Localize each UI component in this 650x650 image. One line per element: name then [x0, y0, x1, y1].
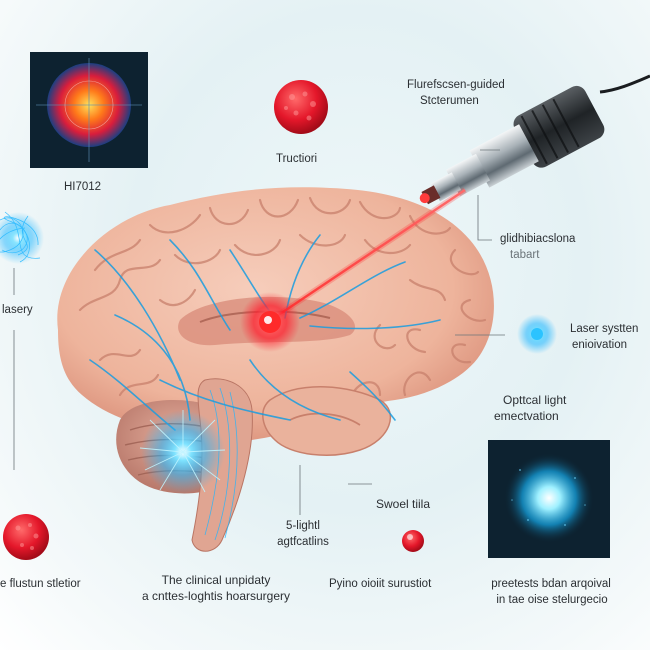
- clinical-caption-line1: The clinical unpidaty: [161, 573, 271, 587]
- laser-beam: [266, 187, 467, 325]
- pyino-caption: Pyino oioiit surustiot: [329, 578, 432, 590]
- light-label-line2: agtfcatlins: [277, 536, 329, 548]
- precise-caption-line1: preetests bdan arqoival: [491, 578, 611, 590]
- optical-label-line1: Opttcal light: [503, 393, 567, 407]
- tumor-cell-bottom-left: [3, 514, 49, 560]
- neural-glow: [139, 410, 226, 494]
- laser-system-line1: Laser systten: [570, 323, 639, 335]
- tumor-cell-top: [274, 80, 328, 134]
- laser-system-line2: enioivation: [572, 339, 627, 351]
- device-label-line2: Stcterumen: [420, 95, 479, 107]
- right-leaders: [299, 195, 505, 515]
- laser-left-label: lasery: [2, 304, 33, 316]
- tumor-target-glow: [240, 292, 300, 352]
- heatmap-panel: [30, 52, 148, 168]
- heatmap-caption: HI7012: [64, 181, 102, 193]
- optical-panel: [488, 440, 610, 558]
- target-label-line2: tabart: [510, 249, 540, 261]
- light-label-line1: 5-lightl: [286, 520, 320, 532]
- target-label-line1: glidhibiacslona: [500, 233, 576, 245]
- swoel-label: Swoel tiila: [376, 497, 431, 511]
- fluorescence-device: [419, 74, 650, 205]
- clinical-caption-line2: a cnttes-loghtis hoarsurgery: [141, 589, 291, 603]
- precise-caption-line2: in tae oise stelurgecio: [496, 594, 608, 606]
- laser-system-glow: [517, 314, 557, 354]
- neural-filament-left: [0, 211, 44, 264]
- device-label-line1: Flurefscsen-guided: [407, 79, 505, 91]
- optical-label-line2: emectvation: [494, 409, 559, 423]
- cell-caption: Tructiori: [276, 153, 318, 165]
- tumor-cell-small: [402, 530, 424, 552]
- bottom-left-caption: e flustun stletior: [0, 578, 81, 590]
